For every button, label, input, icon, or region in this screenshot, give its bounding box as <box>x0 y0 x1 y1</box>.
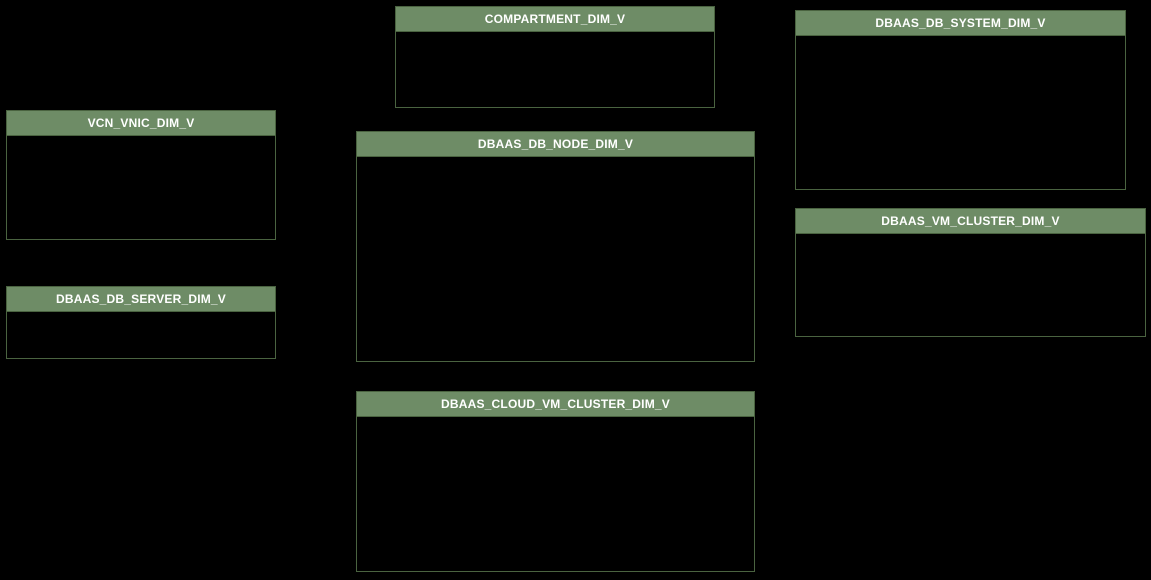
entity-title: COMPARTMENT_DIM_V <box>396 7 714 32</box>
entity-field-list <box>357 157 754 361</box>
entity-field-list <box>796 36 1125 189</box>
entity-title: DBAAS_DB_SYSTEM_DIM_V <box>796 11 1125 36</box>
entity-title: VCN_VNIC_DIM_V <box>7 111 275 136</box>
entity-title: DBAAS_CLOUD_VM_CLUSTER_DIM_V <box>357 392 754 417</box>
entity-box-dbaas-db-system-dim-v[interactable]: DBAAS_DB_SYSTEM_DIM_V <box>795 10 1126 190</box>
entity-box-dbaas-db-server-dim-v[interactable]: DBAAS_DB_SERVER_DIM_V <box>6 286 276 359</box>
entity-field-list <box>396 32 714 107</box>
entity-title: DBAAS_VM_CLUSTER_DIM_V <box>796 209 1145 234</box>
entity-box-dbaas-cloud-vm-cluster-dim-v[interactable]: DBAAS_CLOUD_VM_CLUSTER_DIM_V <box>356 391 755 572</box>
entity-box-vcn-vnic-dim-v[interactable]: VCN_VNIC_DIM_V <box>6 110 276 240</box>
entity-box-compartment-dim-v[interactable]: COMPARTMENT_DIM_V <box>395 6 715 108</box>
entity-field-list <box>796 234 1145 336</box>
entity-box-dbaas-db-node-dim-v[interactable]: DBAAS_DB_NODE_DIM_V <box>356 131 755 362</box>
entity-field-list <box>7 136 275 239</box>
entity-title: DBAAS_DB_NODE_DIM_V <box>357 132 754 157</box>
entity-box-dbaas-vm-cluster-dim-v[interactable]: DBAAS_VM_CLUSTER_DIM_V <box>795 208 1146 337</box>
entity-field-list <box>7 312 275 358</box>
entity-field-list <box>357 417 754 571</box>
entity-title: DBAAS_DB_SERVER_DIM_V <box>7 287 275 312</box>
